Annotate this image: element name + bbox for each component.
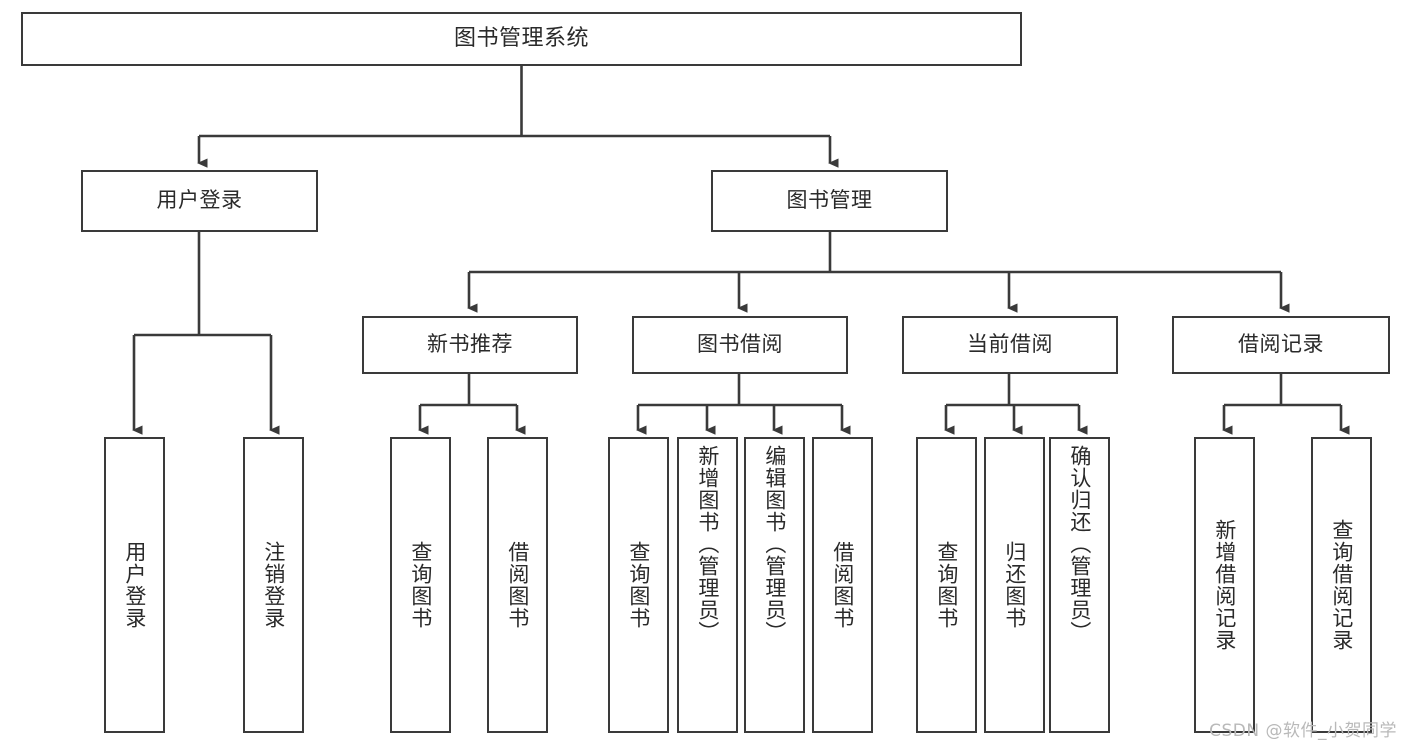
node-label: 图书管理系统 xyxy=(453,25,589,51)
node-book-management[interactable]: 图书管理 xyxy=(711,170,948,232)
node-label: 用户登录 xyxy=(156,188,243,213)
leaf-current-query-book[interactable]: 查询图书 xyxy=(916,437,977,733)
leaf-current-confirm-return-admin[interactable]: 确认归还（管理员） xyxy=(1049,437,1110,733)
node-label: 查询图书 xyxy=(626,541,651,629)
node-label: 借阅图书 xyxy=(830,541,855,629)
node-label: 用户登录 xyxy=(122,541,147,629)
node-label: 新增图书（管理员） xyxy=(695,445,720,643)
leaf-user-login-do[interactable]: 用户登录 xyxy=(104,437,165,733)
node-user-login[interactable]: 用户登录 xyxy=(81,170,318,232)
node-label: 查询图书 xyxy=(408,541,433,629)
node-label: 图书借阅 xyxy=(697,332,783,357)
node-label: 查询图书 xyxy=(934,541,959,629)
node-label: 归还图书 xyxy=(1002,541,1027,629)
leaf-records-add-record[interactable]: 新增借阅记录 xyxy=(1194,437,1255,733)
node-label: 查询借阅记录 xyxy=(1329,519,1354,651)
leaf-borrow-edit-book-admin[interactable]: 编辑图书（管理员） xyxy=(744,437,805,733)
node-label: 确认归还（管理员） xyxy=(1067,445,1092,643)
node-book-borrow[interactable]: 图书借阅 xyxy=(632,316,848,374)
leaf-user-logout[interactable]: 注销登录 xyxy=(243,437,304,733)
leaf-borrow-borrow-book[interactable]: 借阅图书 xyxy=(812,437,873,733)
leaf-recommend-borrow-book[interactable]: 借阅图书 xyxy=(487,437,548,733)
node-label: 编辑图书（管理员） xyxy=(762,445,787,643)
node-label: 借阅图书 xyxy=(505,541,530,629)
leaf-recommend-query-book[interactable]: 查询图书 xyxy=(390,437,451,733)
node-label: 新增借阅记录 xyxy=(1212,519,1237,651)
node-label: 图书管理 xyxy=(786,188,873,213)
leaf-borrow-query-book[interactable]: 查询图书 xyxy=(608,437,669,733)
leaf-current-return-book[interactable]: 归还图书 xyxy=(984,437,1045,733)
leaf-borrow-add-book-admin[interactable]: 新增图书（管理员） xyxy=(677,437,738,733)
node-label: 注销登录 xyxy=(261,541,286,629)
node-new-book-recommend[interactable]: 新书推荐 xyxy=(362,316,578,374)
leaf-records-query-record[interactable]: 查询借阅记录 xyxy=(1311,437,1372,733)
node-label: 借阅记录 xyxy=(1238,332,1324,357)
node-root-system[interactable]: 图书管理系统 xyxy=(21,12,1022,66)
node-borrow-records[interactable]: 借阅记录 xyxy=(1172,316,1390,374)
node-label: 新书推荐 xyxy=(427,332,513,357)
node-current-borrow[interactable]: 当前借阅 xyxy=(902,316,1118,374)
node-label: 当前借阅 xyxy=(967,332,1053,357)
